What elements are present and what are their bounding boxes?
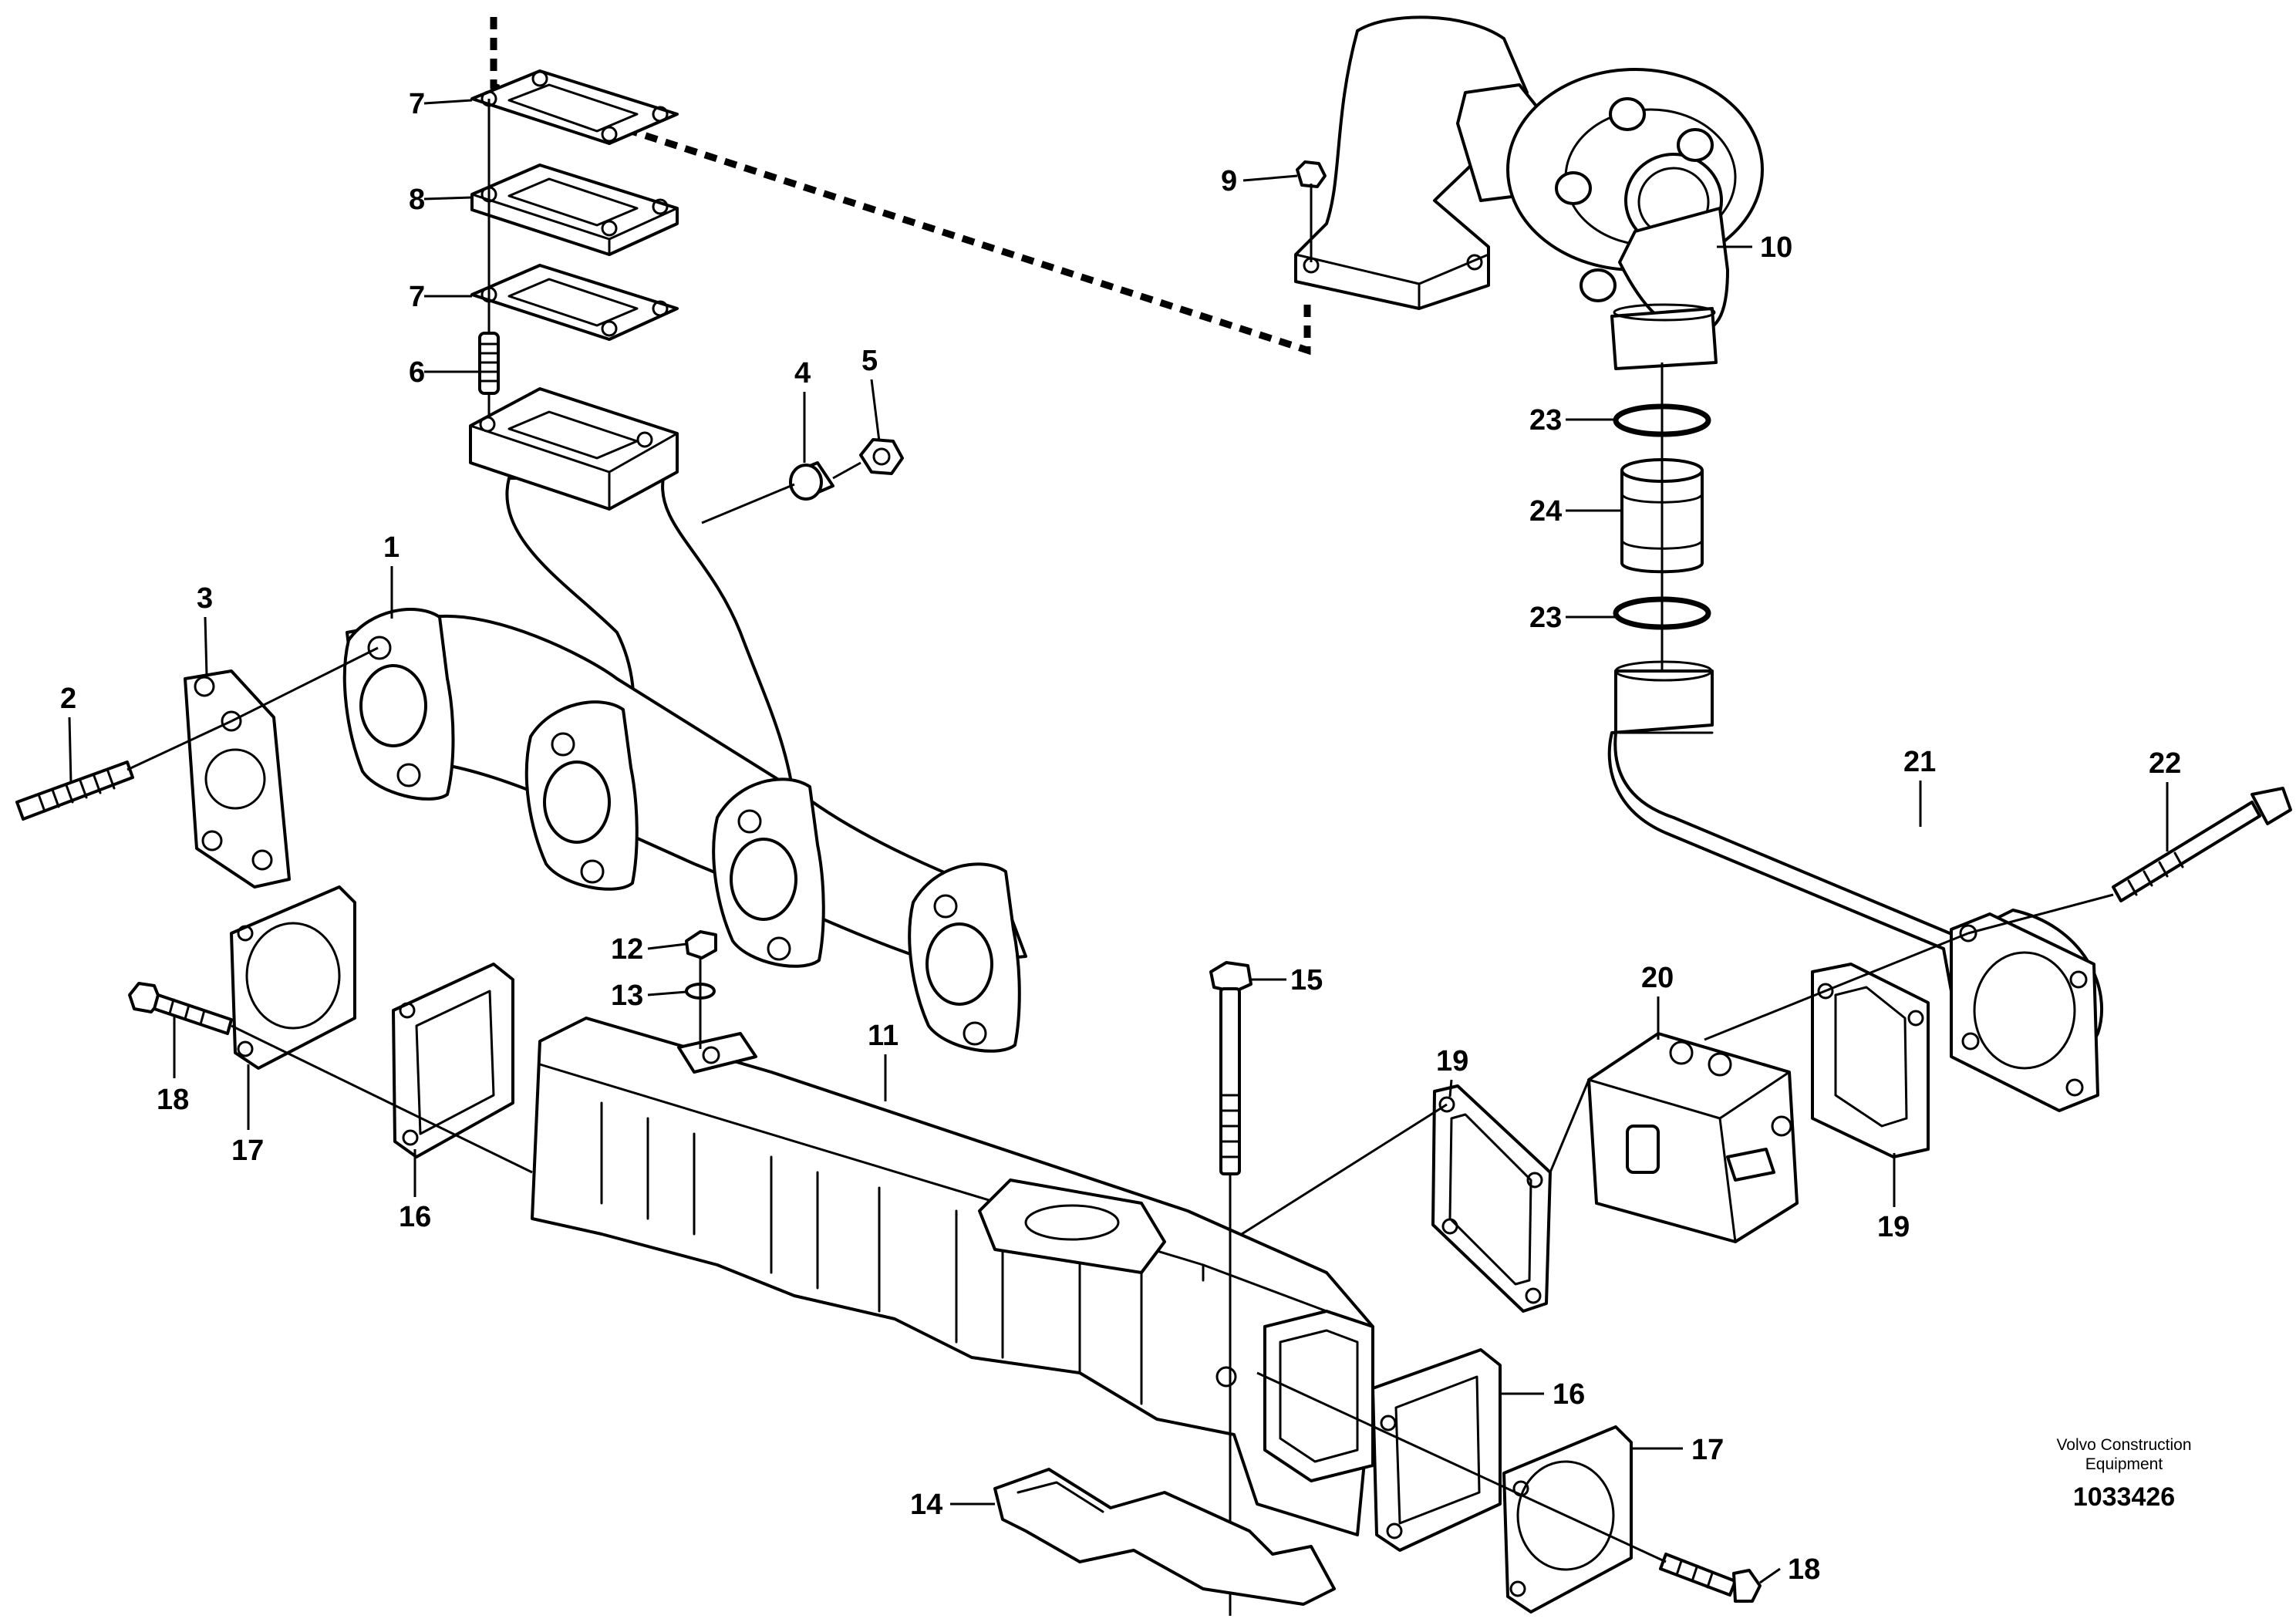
bolt-22 — [2112, 787, 2292, 902]
cap-screw-12 — [685, 930, 717, 959]
bolt-18-left — [128, 982, 233, 1035]
nut-5 — [859, 438, 904, 475]
callout-18-right: 18 — [1788, 1553, 1820, 1586]
pipe-flange — [1950, 912, 2099, 1112]
callout-15: 15 — [1290, 964, 1323, 996]
callout-19-left: 19 — [1436, 1045, 1468, 1077]
exhaust-manifold-1 — [342, 387, 1027, 1053]
callout-22: 22 — [2149, 747, 2181, 780]
callout-16-left: 16 — [399, 1201, 431, 1233]
document-number: 1033426 — [2073, 1482, 2175, 1512]
bolt-15 — [1209, 961, 1253, 1175]
callout-13: 13 — [611, 980, 643, 1012]
callout-23-upper: 23 — [1529, 404, 1562, 437]
gasket-19-right — [1811, 963, 1930, 1158]
gasket-16-right — [1371, 1348, 1502, 1552]
gasket-19-left — [1431, 1084, 1552, 1313]
egr-axis-2 — [1549, 1079, 1590, 1173]
spacer-axis — [701, 483, 795, 524]
gasket-17-right — [1502, 1425, 1633, 1614]
callouts: 7 8 7 6 4 5 1 3 2 9 10 23 24 23 21 22 20 — [60, 88, 2181, 1586]
callout-3: 3 — [197, 582, 213, 615]
gasket-17-left — [230, 885, 356, 1070]
callout-10: 10 — [1760, 231, 1792, 264]
callout-4: 4 — [794, 357, 811, 389]
callout-11: 11 — [868, 1020, 899, 1052]
gasket-16-left — [392, 963, 514, 1158]
callout-19-right: 19 — [1877, 1211, 1910, 1243]
stud2-axis — [126, 720, 232, 771]
callout-14: 14 — [910, 1489, 942, 1521]
stud-6 — [478, 332, 500, 395]
stud-2 — [15, 760, 134, 821]
callout-2: 2 — [60, 683, 76, 715]
right-flange-axis — [1256, 1371, 1667, 1563]
callout-18-left: 18 — [157, 1084, 189, 1116]
gasket-7-lower — [470, 264, 679, 341]
callout-21: 21 — [1903, 746, 1936, 778]
nut-9 — [1296, 160, 1327, 188]
callout-1: 1 — [383, 531, 400, 564]
callout-24: 24 — [1529, 495, 1562, 528]
callout-17-left: 17 — [231, 1135, 264, 1167]
callout-23-lower: 23 — [1529, 602, 1562, 634]
gasket-14 — [993, 1468, 1336, 1606]
gasket19-axis — [1704, 932, 1969, 1041]
callout-7-upper: 7 — [409, 88, 425, 120]
egr-axis — [1241, 1103, 1448, 1236]
callout-20: 20 — [1641, 962, 1674, 994]
brand-line-1: Volvo Construction — [2056, 1436, 2191, 1454]
callout-6: 6 — [409, 356, 425, 389]
callout-7-lower: 7 — [409, 281, 425, 313]
callout-17-right: 17 — [1691, 1434, 1724, 1466]
callout-16-right: 16 — [1553, 1378, 1585, 1411]
nut-axis — [832, 461, 861, 480]
intake-manifold-11 — [531, 1017, 1374, 1536]
bolt-18-right — [1659, 1553, 1762, 1603]
valve-20 — [1587, 1032, 1799, 1243]
brand-block: Volvo Construction Equipment 1033426 — [2056, 1436, 2191, 1512]
gasket-3 — [184, 669, 291, 889]
callout-12: 12 — [611, 933, 643, 966]
turbocharger-10 — [1294, 15, 1764, 370]
gasket-8 — [470, 164, 679, 256]
gasket-7-upper — [470, 69, 679, 145]
brand-line-2: Equipment — [2085, 1455, 2163, 1473]
bolt22-axis — [1967, 893, 2114, 935]
callout-8: 8 — [409, 184, 425, 216]
stud-axis — [231, 646, 379, 723]
callout-9: 9 — [1221, 165, 1237, 197]
spacer-4 — [789, 461, 834, 501]
callout-5: 5 — [861, 345, 878, 377]
left-flange-axis — [231, 1024, 533, 1174]
